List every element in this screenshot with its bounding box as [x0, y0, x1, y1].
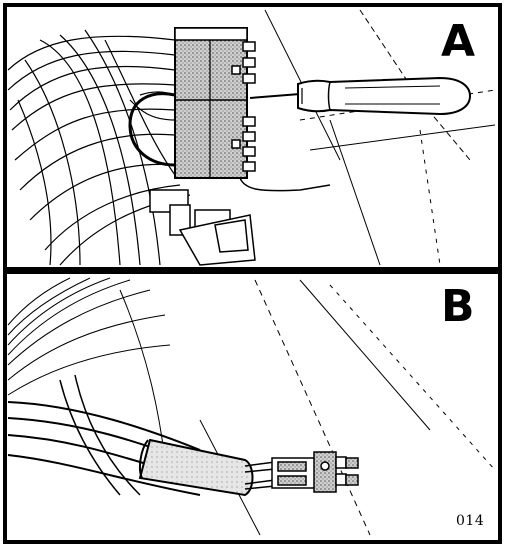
cable-sleeve — [138, 438, 254, 497]
terminal-block — [174, 27, 248, 179]
connector-leads — [244, 461, 276, 490]
panel-label-a: A — [441, 16, 476, 67]
plug-connector — [271, 451, 359, 493]
harness-lead — [239, 177, 331, 192]
panel-b-border — [3, 270, 502, 544]
figure-number: 014 — [456, 513, 485, 529]
wire-bundle — [7, 29, 191, 266]
panel-label-b: B — [441, 281, 475, 332]
screwdriver — [249, 76, 472, 116]
lower-connectors — [149, 189, 256, 266]
lead-loop — [128, 92, 176, 167]
wire-coil — [7, 277, 171, 396]
panel-b-background-lines — [119, 279, 496, 536]
panel-a — [3, 3, 502, 271]
panel-b — [3, 270, 502, 544]
terminal-pins — [231, 41, 256, 172]
